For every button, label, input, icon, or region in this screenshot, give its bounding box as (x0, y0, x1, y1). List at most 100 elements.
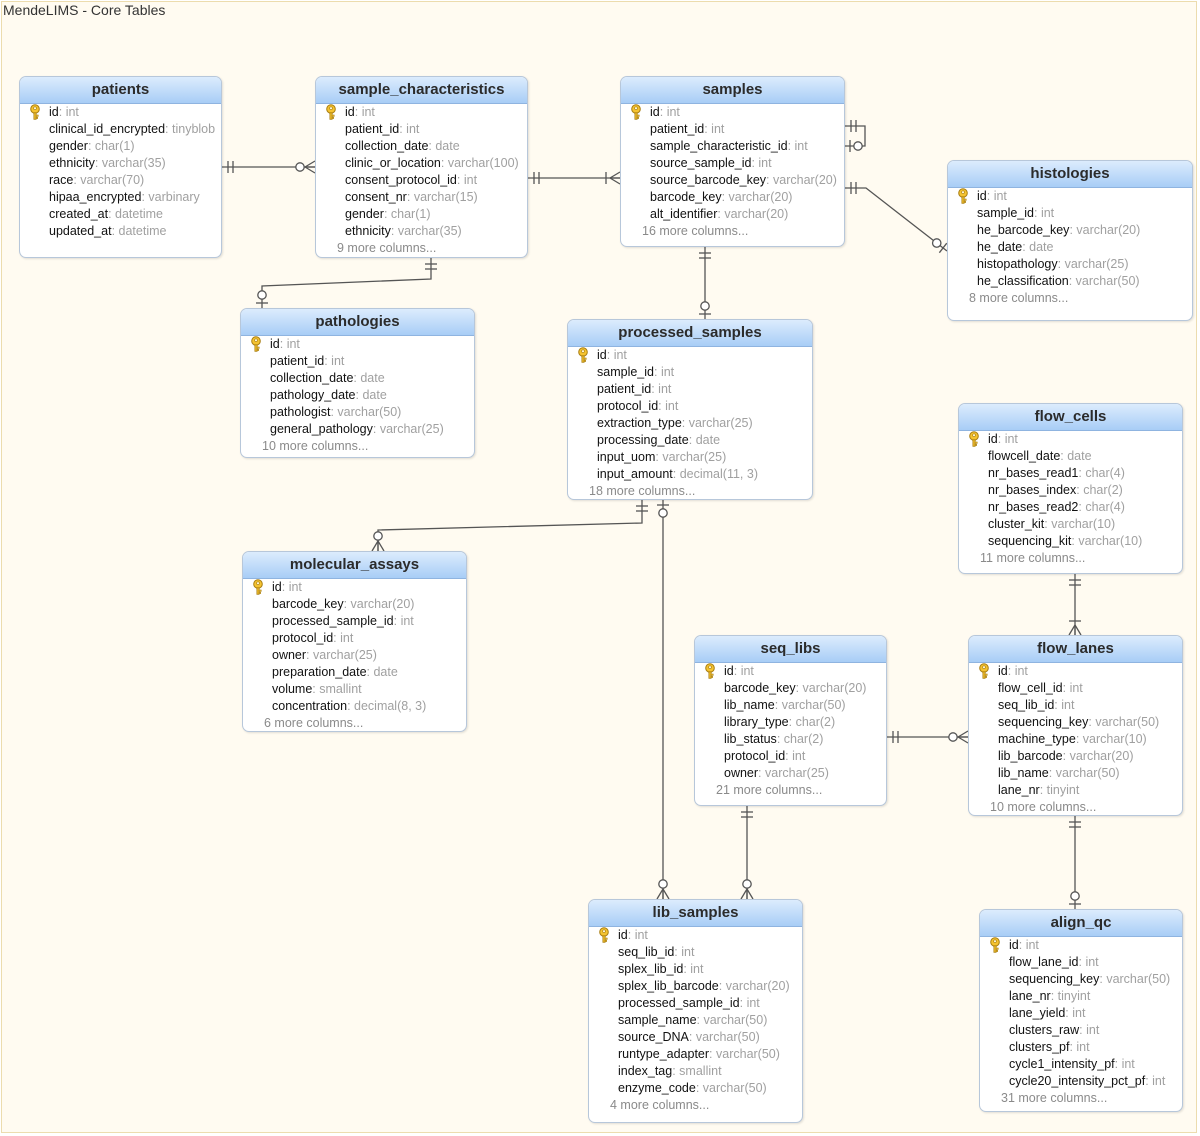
primary-key-column[interactable]: id: int (980, 937, 1182, 954)
column-row[interactable]: nr_bases_read1: char(4) (959, 465, 1182, 482)
primary-key-column[interactable]: id: int (589, 927, 802, 944)
primary-key-column[interactable]: id: int (959, 431, 1182, 448)
column-row[interactable]: source_sample_id: int (621, 155, 844, 172)
table-header[interactable]: molecular_assays (243, 552, 466, 579)
column-row[interactable]: lib_name: varchar(50) (695, 697, 886, 714)
column-row[interactable]: cycle1_intensity_pf: int (980, 1056, 1182, 1073)
more-columns[interactable]: 31 more columns... (1001, 1091, 1108, 1105)
column-row[interactable]: processing_date: date (568, 432, 812, 449)
column-row[interactable]: splex_lib_id: int (589, 961, 802, 978)
more-columns[interactable]: 9 more columns... (337, 241, 437, 255)
column-row[interactable]: race: varchar(70) (20, 172, 221, 189)
column-row[interactable]: lib_barcode: varchar(20) (969, 748, 1182, 765)
table-header[interactable]: samples (621, 77, 844, 104)
column-row[interactable]: sample_name: varchar(50) (589, 1012, 802, 1029)
column-row[interactable]: barcode_key: varchar(20) (695, 680, 886, 697)
column-row[interactable]: sample_id: int (568, 364, 812, 381)
table-header[interactable]: processed_samples (568, 320, 812, 347)
column-row[interactable]: he_barcode_key: varchar(20) (948, 222, 1192, 239)
more-columns[interactable]: 11 more columns... (980, 551, 1086, 565)
column-row[interactable]: protocol_id: int (243, 630, 466, 647)
column-row[interactable]: sample_id: int (948, 205, 1192, 222)
more-columns[interactable]: 10 more columns... (262, 439, 369, 453)
table-header[interactable]: flow_lanes (969, 636, 1182, 663)
column-row[interactable]: owner: varchar(25) (695, 765, 886, 782)
column-row[interactable]: gender: char(1) (20, 138, 221, 155)
column-row[interactable]: he_classification: varchar(50) (948, 273, 1192, 290)
table-header[interactable]: patients (20, 77, 221, 104)
column-row[interactable]: alt_identifier: varchar(20) (621, 206, 844, 223)
column-row[interactable]: runtype_adapter: varchar(50) (589, 1046, 802, 1063)
column-row[interactable]: flow_cell_id: int (969, 680, 1182, 697)
column-row[interactable]: seq_lib_id: int (589, 944, 802, 961)
column-row[interactable]: owner: varchar(25) (243, 647, 466, 664)
column-row[interactable]: collection_date: date (241, 370, 474, 387)
column-row[interactable]: patient_id: int (568, 381, 812, 398)
column-row[interactable]: sample_characteristic_id: int (621, 138, 844, 155)
column-row[interactable]: ethnicity: varchar(35) (316, 223, 527, 240)
primary-key-column[interactable]: id: int (20, 104, 221, 121)
column-row[interactable]: he_date: date (948, 239, 1192, 256)
column-row[interactable]: clusters_pf: int (980, 1039, 1182, 1056)
column-row[interactable]: nr_bases_index: char(2) (959, 482, 1182, 499)
column-row[interactable]: general_pathology: varchar(25) (241, 421, 474, 438)
column-row[interactable]: lib_status: char(2) (695, 731, 886, 748)
table-header[interactable]: align_qc (980, 910, 1182, 937)
column-row[interactable]: consent_nr: varchar(15) (316, 189, 527, 206)
column-row[interactable]: sequencing_key: varchar(50) (969, 714, 1182, 731)
column-row[interactable]: barcode_key: varchar(20) (621, 189, 844, 206)
column-row[interactable]: processed_sample_id: int (243, 613, 466, 630)
column-row[interactable]: index_tag: smallint (589, 1063, 802, 1080)
more-columns[interactable]: 6 more columns... (264, 716, 364, 730)
column-row[interactable]: cycle20_intensity_pct_pf: int (980, 1073, 1182, 1090)
column-row[interactable]: nr_bases_read2: char(4) (959, 499, 1182, 516)
table-header[interactable]: seq_libs (695, 636, 886, 663)
more-columns[interactable]: 4 more columns... (610, 1098, 710, 1112)
column-row[interactable]: lane_yield: int (980, 1005, 1182, 1022)
column-row[interactable]: clinical_id_encrypted: tinyblob (20, 121, 221, 138)
column-row[interactable]: hipaa_encrypted: varbinary (20, 189, 221, 206)
column-row[interactable]: protocol_id: int (568, 398, 812, 415)
column-row[interactable]: source_barcode_key: varchar(20) (621, 172, 844, 189)
column-row[interactable]: barcode_key: varchar(20) (243, 596, 466, 613)
column-row[interactable]: histopathology: varchar(25) (948, 256, 1192, 273)
column-row[interactable]: lib_name: varchar(50) (969, 765, 1182, 782)
primary-key-column[interactable]: id: int (241, 336, 474, 353)
column-row[interactable]: pathology_date: date (241, 387, 474, 404)
column-row[interactable]: source_DNA: varchar(50) (589, 1029, 802, 1046)
column-row[interactable]: splex_lib_barcode: varchar(20) (589, 978, 802, 995)
primary-key-column[interactable]: id: int (243, 579, 466, 596)
column-row[interactable]: library_type: char(2) (695, 714, 886, 731)
column-row[interactable]: patient_id: int (241, 353, 474, 370)
column-row[interactable]: created_at: datetime (20, 206, 221, 223)
column-row[interactable]: volume: smallint (243, 681, 466, 698)
column-row[interactable]: input_uom: varchar(25) (568, 449, 812, 466)
column-row[interactable]: patient_id: int (621, 121, 844, 138)
column-row[interactable]: flow_lane_id: int (980, 954, 1182, 971)
more-columns[interactable]: 10 more columns... (990, 800, 1097, 814)
primary-key-column[interactable]: id: int (568, 347, 812, 364)
primary-key-column[interactable]: id: int (969, 663, 1182, 680)
column-row[interactable]: machine_type: varchar(10) (969, 731, 1182, 748)
more-columns[interactable]: 21 more columns... (716, 783, 823, 797)
column-row[interactable]: clusters_raw: int (980, 1022, 1182, 1039)
column-row[interactable]: clinic_or_location: varchar(100) (316, 155, 527, 172)
primary-key-column[interactable]: id: int (621, 104, 844, 121)
column-row[interactable]: protocol_id: int (695, 748, 886, 765)
column-row[interactable]: preparation_date: date (243, 664, 466, 681)
column-row[interactable]: sequencing_key: varchar(50) (980, 971, 1182, 988)
table-header[interactable]: histologies (948, 161, 1192, 188)
column-row[interactable]: enzyme_code: varchar(50) (589, 1080, 802, 1097)
